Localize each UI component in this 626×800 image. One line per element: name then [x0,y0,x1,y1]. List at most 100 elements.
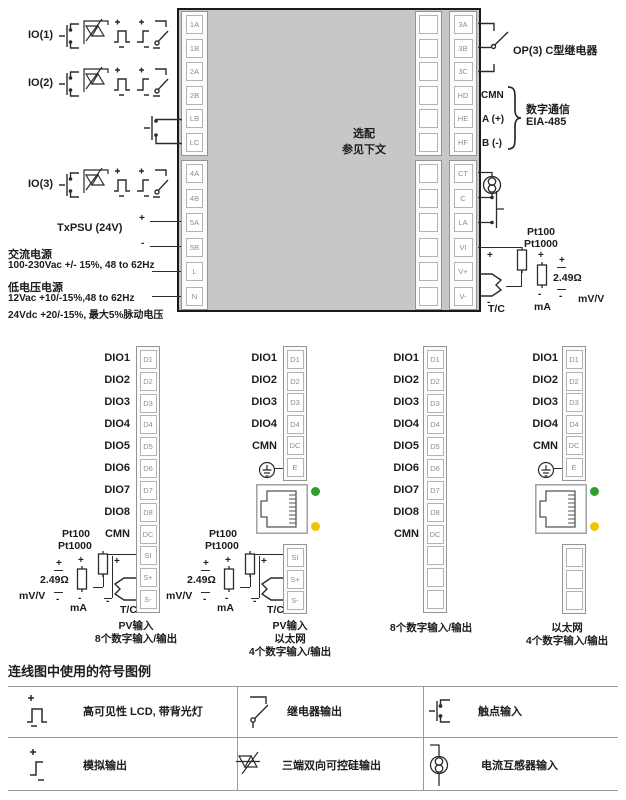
dio-label: DIO3 [393,396,419,408]
mvv-minus-sign: - [203,594,207,605]
ma-label: mA [534,301,551,313]
brace-icon [507,86,522,150]
mvv-label: mV/V [19,590,46,602]
dio-label: DIO2 [251,374,277,386]
tc-plus-sign: + [114,556,120,567]
terminal-blank [426,546,444,566]
terminal-blank [419,188,438,208]
terminal: 4B [186,188,203,208]
terminal: HE [453,109,473,129]
terminal-blank [565,591,583,610]
txpsu-plus-wire [150,221,181,223]
terminal-blank [419,213,438,233]
terminal-blank [419,109,438,129]
terminal: D5 [139,437,157,457]
terminal: D1 [565,350,583,369]
dio-label: DIO4 [532,418,558,430]
dio-strip-col3: D1 D2 D3 D4 D5 D6 D7 D8 DC [423,346,447,613]
tc-plus-sign: + [487,250,493,261]
ac-power-wire [152,271,181,273]
io1-symbols-icon [58,18,169,49]
mvv-label: mV/V [578,293,605,305]
terminal: D7 [139,480,157,500]
terminal: 5A [186,213,203,233]
terminal: 2B [186,85,203,105]
terminal-strip-right-bottom: CT C LA VI V+ V- [449,160,477,310]
legend-label-analog: 模拟输出 [83,760,127,772]
terminal-blank [419,286,438,306]
mvv-dash-bottom [557,289,566,291]
caption-line: 8个数字输入/输出 [389,622,473,634]
dio-label: DIO4 [393,418,419,430]
terminal: C [453,188,473,208]
ma-shunt-resistor-icon [223,565,235,593]
io3-label: IO(3) [28,178,54,190]
terminal-strip-blank-bottom [415,160,442,310]
mvv-minus-sign: - [56,594,60,605]
legend-label-triac: 三端双向可控硅输出 [282,760,381,772]
dio-strip-col4: D1 D2 D3 D4 DC E [562,346,586,481]
ground-wire [554,468,562,470]
dio-label: DIO2 [532,374,558,386]
terminal: 2A [186,62,203,82]
pulse-lcd-icon [26,694,48,727]
dio-label: DIO1 [532,352,558,364]
optional-note-line1: 选配 [353,128,375,140]
terminal: N [186,286,203,306]
tc-label: T/C [488,303,505,315]
mvv-plus-sign: + [203,558,209,569]
ethernet-led-yellow [590,522,599,531]
terminal: D4 [139,415,157,435]
current-transformer-icon [478,171,504,228]
optional-note: 选配 参见下文 [309,126,419,158]
terminal-blank [426,568,444,588]
analog-output-icon [29,748,45,781]
terminal: DC [139,524,157,544]
dio-label: DIO6 [393,462,419,474]
comm-cmn-label: CMN [481,90,504,101]
terminal-blank [565,548,583,567]
caption-line: PV输入 [118,620,154,632]
terminal: E [286,457,304,477]
legend-line-top [8,686,618,687]
dio-label: DIO2 [393,374,419,386]
tc-minus-sign: - [253,596,257,607]
dio-label: DIO4 [104,418,130,430]
tc-minus-sign: - [106,596,110,607]
rtd-resistor-icon [244,550,256,578]
terminal-strip-blank-top [415,11,442,156]
tc-label: T/C [267,604,284,616]
rtd-bracket-hook [251,598,259,600]
caption-line: PV输入 [272,620,308,632]
pt100-label: Pt100 [62,528,91,540]
lv-power-title: 低电压电源 [8,282,63,294]
comm-b-label: B (-) [482,138,502,149]
terminal: DC [565,436,583,456]
legend-label-lcd: 高可见性 LCD, 带背光灯 [83,706,203,718]
terminal-blank [419,262,438,282]
ma-plus-sign: + [78,555,84,566]
terminal: D2 [286,371,304,391]
terminal: CT [453,164,473,183]
dio-label: DIO6 [104,462,130,474]
terminal: DC [286,436,304,456]
op3-relay-icon [478,22,509,73]
terminal: D4 [565,414,583,434]
dio-label: CMN [532,440,558,452]
rtd-lead-vwire [249,575,251,587]
terminal: D2 [565,371,583,391]
si-wire [249,554,283,556]
rtd-bracket-hook [104,598,112,600]
dio-label: DIO3 [251,396,277,408]
terminal: DC [426,524,444,544]
io2-label: IO(2) [28,77,54,89]
terminal: LB [186,109,203,129]
col4-caption: 以太网 4个数字输入/输出 [491,622,626,648]
dio-strip-col1: D1 D2 D3 D4 D5 D6 D7 D8 DC SI S+ S- [136,346,160,613]
pt1000-label: Pt1000 [58,540,92,552]
terminal: S- [286,591,304,610]
tc-plus-sign: + [261,556,267,567]
terminal: D2 [139,371,157,391]
digital-comm-label: 数字通信 [526,104,570,116]
